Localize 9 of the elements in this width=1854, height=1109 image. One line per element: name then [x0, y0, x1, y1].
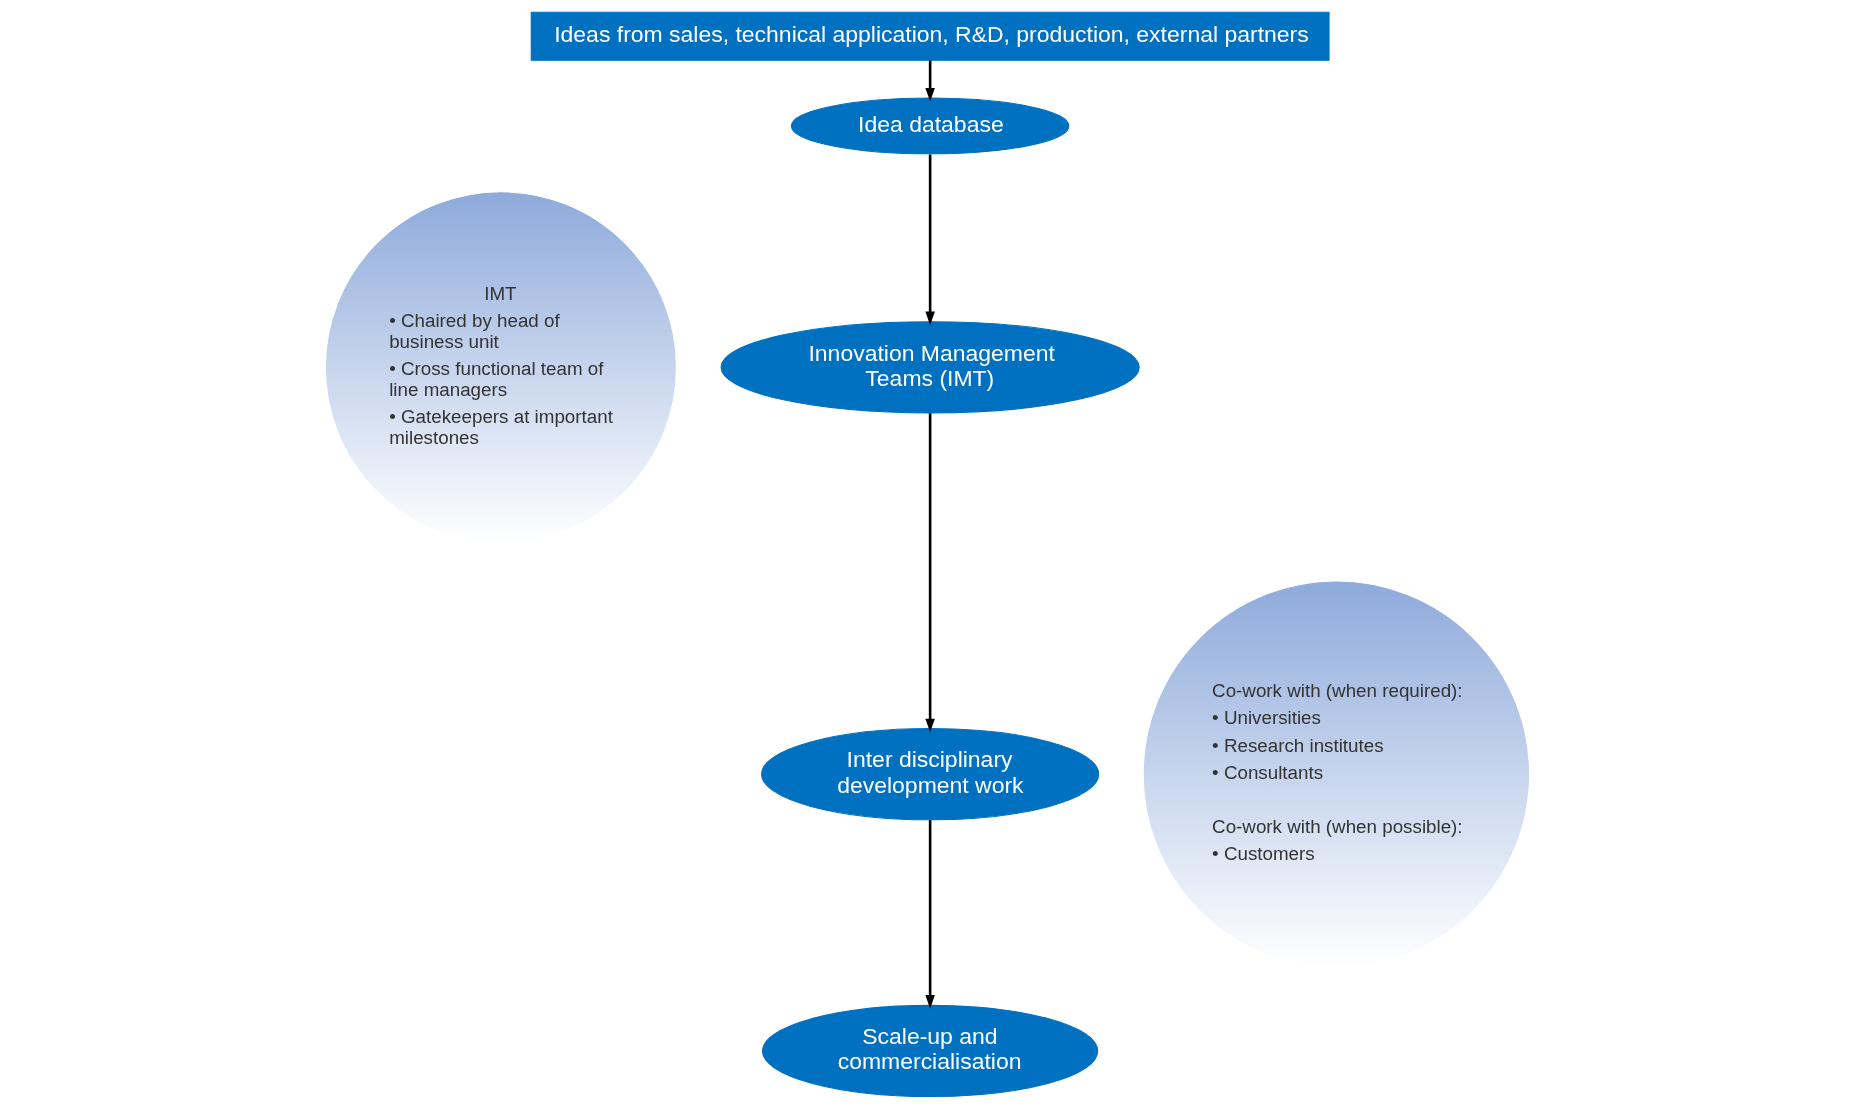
- node-ellipse: Scale-up and commercialisation: [761, 1004, 1098, 1098]
- arrow: [924, 154, 935, 326]
- node-box: Ideas from sales, technical application, R&D, production, external partners: [530, 11, 1330, 61]
- arrow: [924, 413, 935, 733]
- node-ellipse: Inter disciplinary development work: [760, 728, 1099, 821]
- node-ellipse: Innovation Management Teams (IMT): [720, 321, 1140, 414]
- arrow: [924, 60, 935, 102]
- arrow: [924, 819, 935, 1009]
- node-ellipse: Idea database: [790, 97, 1069, 155]
